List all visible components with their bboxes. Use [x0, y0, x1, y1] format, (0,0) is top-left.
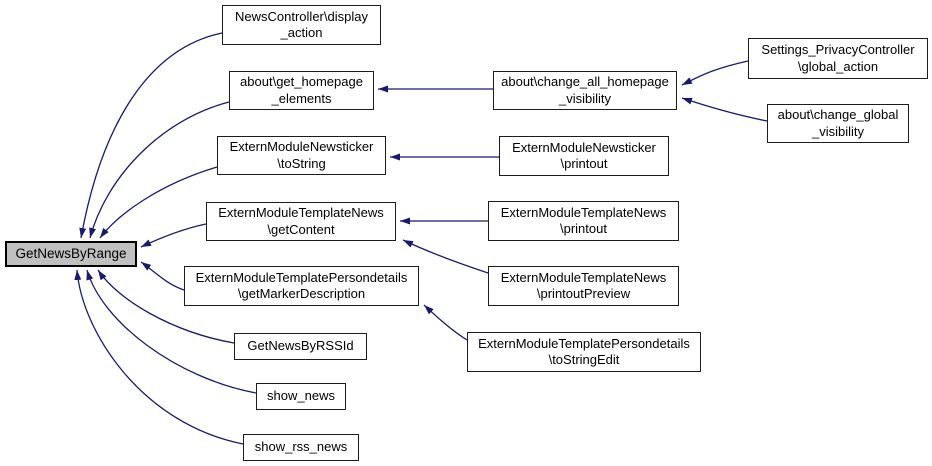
node-externmodulenewsticker-printout[interactable]: ExternModuleNewsticker \printout	[499, 136, 669, 176]
node-getnewsbyrange: GetNewsByRange	[5, 241, 137, 267]
edge-tostringedit-to-getmarker	[423, 304, 468, 341]
edge-newsticker-tostring-to-main	[99, 166, 218, 239]
node-getnewsbyrssid[interactable]: GetNewsByRSSId	[234, 333, 367, 360]
node-settings-privacycontroller-global-action[interactable]: Settings_PrivacyController \global_actio…	[748, 38, 928, 79]
edge-rssid-to-main	[97, 269, 235, 344]
node-about-change-global-visibility[interactable]: about\change_global _visibility	[767, 104, 909, 143]
edge-privacy-global-to-change-all	[681, 60, 749, 86]
edge-change-global-to-change-all	[681, 97, 768, 122]
edge-display-action-to-main	[79, 32, 223, 239]
node-show-rss-news[interactable]: show_rss_news	[243, 434, 359, 461]
edge-person-getmarker-to-main	[140, 261, 185, 291]
node-externmoduletemplatenews-getcontent[interactable]: ExternModuleTemplateNews \getContent	[206, 202, 396, 241]
node-externmoduletemplatepersondetails-tostringedit[interactable]: ExternModuleTemplatePersondetails \toStr…	[467, 332, 701, 372]
node-externmodulenewsticker-tostring[interactable]: ExternModuleNewsticker \toString	[217, 136, 386, 175]
node-externmoduletemplatenews-printout[interactable]: ExternModuleTemplateNews \printout	[488, 201, 679, 241]
edge-show-rss-news-to-main	[74, 269, 244, 445]
node-show-news[interactable]: show_news	[256, 383, 346, 410]
node-newscontroller-display-action[interactable]: NewsController\display _action	[222, 5, 381, 45]
node-externmoduletemplatenews-printoutpreview[interactable]: ExternModuleTemplateNews \printoutPrevie…	[488, 266, 679, 306]
edge-news-getcontent-to-main	[140, 223, 207, 248]
node-externmoduletemplatepersondetails-getmarkerdescription[interactable]: ExternModuleTemplatePersondetails \getMa…	[184, 266, 419, 306]
node-about-change-all-homepage-visibility[interactable]: about\change_all_homepage _visibility	[493, 71, 677, 110]
edge-printout-preview-to-getcontent	[402, 239, 489, 274]
edge-get-homepage-to-main	[89, 101, 230, 239]
edge-show-news-to-main	[86, 269, 257, 394]
node-about-get-homepage-elements[interactable]: about\get_homepage _elements	[229, 71, 374, 110]
